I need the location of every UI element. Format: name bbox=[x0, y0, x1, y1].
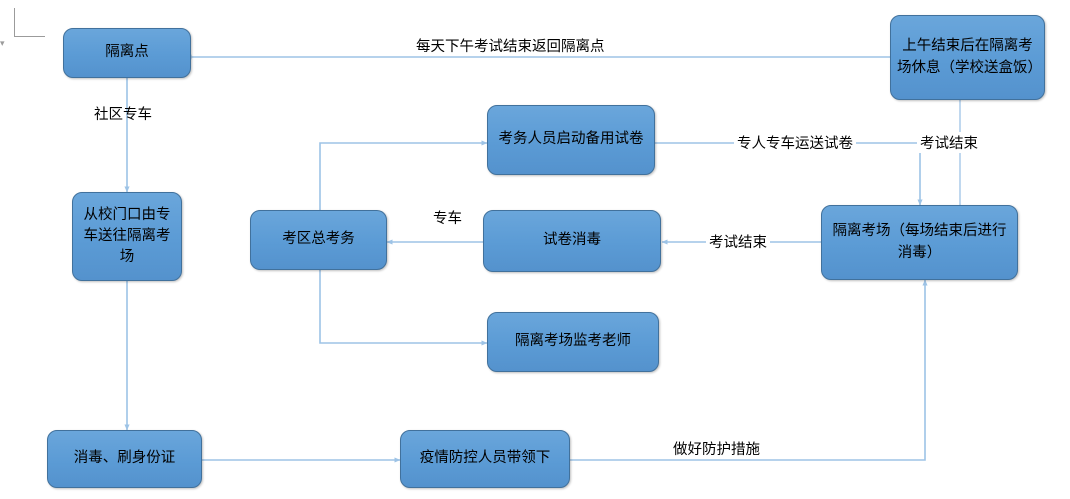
edge-label-shuttle: 专车 bbox=[430, 207, 465, 228]
wire-examadmin-to-proctor bbox=[319, 270, 488, 346]
node-proctor[interactable]: 隔离考场监考老师 bbox=[487, 312, 659, 372]
node-exam-admin[interactable]: 考区总考务 bbox=[250, 210, 387, 270]
edge-label-exam-end-mid: 考试结束 bbox=[706, 231, 770, 252]
node-epidemic-staff[interactable]: 疫情防控人员带领下 bbox=[400, 430, 570, 488]
node-morning-rest[interactable]: 上午结束后在隔离考场休息（学校送盒饭） bbox=[890, 15, 1045, 100]
node-label: 上午结束后在隔离考场休息（学校送盒饭） bbox=[897, 38, 1042, 76]
node-paper-disinfect[interactable]: 试卷消毒 bbox=[483, 210, 661, 272]
node-label: 从校门口由专车送往隔离考场 bbox=[83, 206, 171, 265]
node-disinfect-id[interactable]: 消毒、刷身份证 bbox=[47, 430, 202, 488]
node-isolation-point[interactable]: 隔离点 bbox=[63, 28, 191, 78]
document-margin-tick: ▾ bbox=[0, 39, 5, 49]
edge-label-return-afternoon: 每天下午考试结束返回隔离点 bbox=[416, 39, 605, 55]
edge-label-protection: 做好防护措施 bbox=[670, 438, 763, 459]
node-label: 试卷消毒 bbox=[543, 232, 601, 249]
edge-label-exam-end-top: 考试结束 bbox=[917, 132, 981, 153]
document-corner-marker bbox=[14, 8, 45, 37]
edge-label-community-shuttle: 社区专车 bbox=[94, 107, 152, 123]
node-label: 考务人员启动备用试卷 bbox=[498, 131, 644, 148]
node-label: 隔离点 bbox=[105, 44, 149, 61]
node-label: 考区总考务 bbox=[282, 231, 355, 248]
wire-examadmin-to-backuppaper bbox=[319, 140, 488, 210]
node-label: 疫情防控人员带领下 bbox=[419, 450, 551, 467]
node-backup-paper[interactable]: 考务人员启动备用试卷 bbox=[487, 105, 655, 175]
node-isolation-exam-room[interactable]: 隔离考场（每场结束后进行消毒） bbox=[821, 205, 1018, 280]
node-label: 隔离考场监考老师 bbox=[515, 333, 631, 350]
node-school-gate-transport[interactable]: 从校门口由专车送往隔离考场 bbox=[72, 192, 182, 281]
node-label: 消毒、刷身份证 bbox=[73, 450, 176, 467]
edge-label-paper-transport: 专人专车运送试卷 bbox=[734, 132, 856, 153]
node-label: 隔离考场（每场结束后进行消毒） bbox=[832, 223, 1007, 261]
